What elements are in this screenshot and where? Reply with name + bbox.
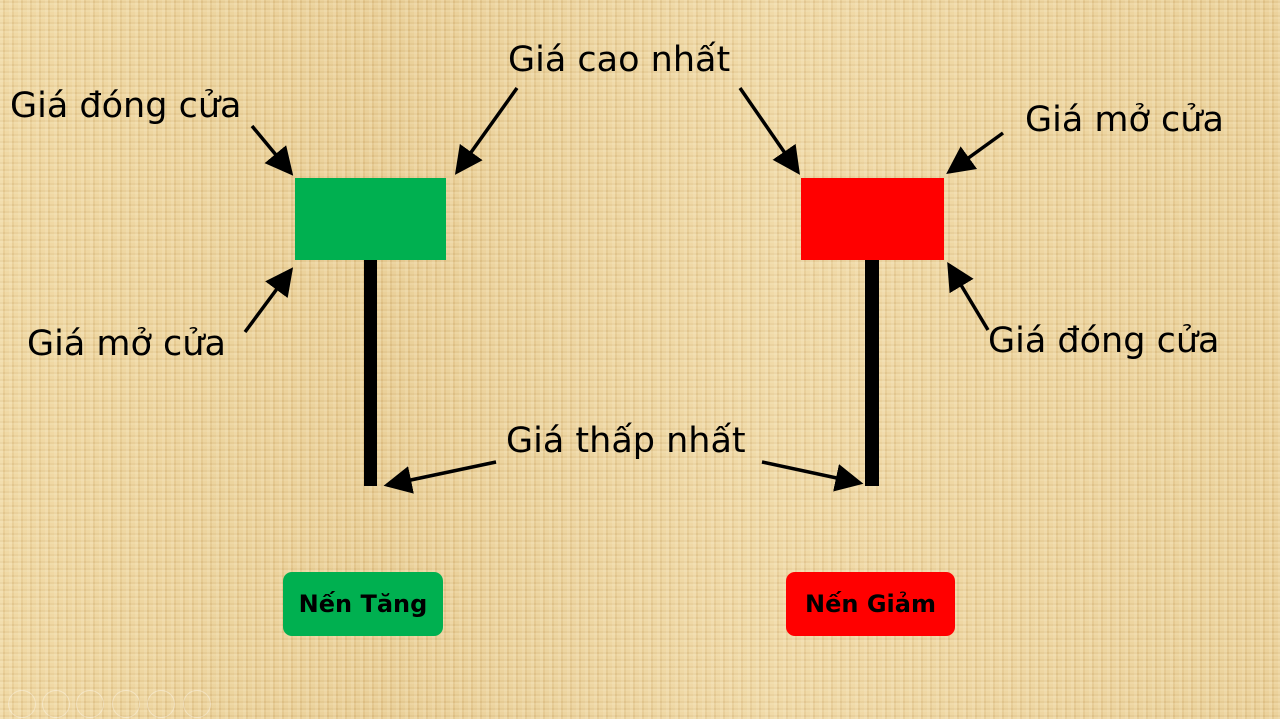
label-low: Giá thấp nhất [506,421,746,461]
arrow-bear-high [738,87,800,175]
bearish-candle-badge: Nến Giảm [786,572,955,636]
bearish-wick [865,255,879,486]
bearish-candle-body [801,178,944,260]
arrow-bear-open [946,131,1005,175]
next-icon[interactable] [42,690,70,718]
arrow-bear-close [947,261,990,331]
arrow-bear-low [761,460,864,492]
previous-icon[interactable] [8,690,36,718]
zoom-icon[interactable] [147,690,175,718]
arrow-bull-low [383,460,497,494]
label-high: Giá cao nhất [508,40,731,80]
label-bear-close: Giá đóng cửa [988,321,1220,361]
arrow-bull-close [250,124,294,176]
label-bull-open: Giá mở cửa [27,324,226,364]
label-bear-open: Giá mở cửa [1025,100,1224,140]
pen-icon[interactable] [76,690,104,718]
arrow-bull-open [243,267,294,334]
more-icon[interactable] [183,690,211,718]
bullish-candle-body [295,178,446,260]
slides-icon[interactable] [112,690,140,718]
arrow-bull-high [454,86,519,175]
bullish-candle-badge: Nến Tăng [283,572,443,636]
label-bull-close: Giá đóng cửa [10,86,242,126]
bullish-wick [364,255,377,486]
